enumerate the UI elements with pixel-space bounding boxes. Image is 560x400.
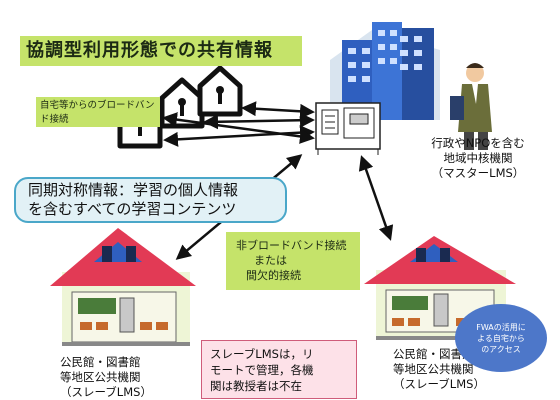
office-buildings-icon: [330, 22, 440, 120]
public-facility-left-icon: [50, 228, 196, 346]
non-broadband-line-3: 間欠的接続: [246, 269, 301, 282]
broadband-label: 自宅等からのブロードバンド接続: [36, 97, 160, 127]
broadband-arrows: [162, 101, 315, 147]
non-broadband-line-2: または: [254, 254, 287, 267]
slave-note-line-3: 関は教授者は不在: [210, 379, 302, 393]
sync-info-box: 同期対称情報：学習の個人情報 を含むすべての学習コンテンツ: [14, 177, 287, 223]
master-label-line-3: （マスターLMS）: [431, 166, 525, 180]
slave-note-line-2: モートで管理，各機: [210, 363, 314, 377]
slave-left-line-1: 公民館・図書館: [60, 355, 141, 369]
master-label-line-1: 行政やNPOを含む: [431, 136, 525, 150]
slave-right-line-1: 公民館・図書館: [393, 347, 474, 361]
slave-lms-left-label: 公民館・図書館 等地区公共機関 （スレーブLMS）: [60, 355, 180, 400]
non-broadband-box: 非ブロードバンド接続 または 間欠的接続: [226, 232, 360, 290]
master-lms-label: 行政やNPOを含む 地域中核機関 （マスターLMS）: [398, 136, 558, 181]
non-broadband-line-1: 非ブロードバンド接続: [236, 239, 347, 252]
sync-info-line-2: を含むすべての学習コンテンツ: [28, 200, 237, 218]
sync-info-line-1: 同期対称情報：学習の個人情報: [28, 181, 239, 199]
arrow-to-right-facility: [358, 155, 394, 241]
slave-left-line-3: （スレーブLMS）: [60, 385, 152, 399]
server-icon: [315, 102, 381, 155]
slave-right-line-3: （スレーブLMS）: [393, 377, 485, 391]
slave-right-line-2: 等地区公共機関: [393, 362, 474, 376]
slave-left-line-2: 等地区公共機関: [60, 370, 141, 384]
master-label-line-2: 地域中核機関: [443, 151, 513, 165]
fwa-line-3: のアクセス: [481, 344, 521, 354]
presenter-person-icon: [450, 63, 492, 150]
diagram-title: 協調型利用形態での共有情報: [20, 36, 302, 66]
fwa-line-2: よる自宅から: [477, 333, 525, 343]
fwa-line-1: FWAの活用に: [476, 322, 526, 332]
slave-note-line-1: スレーブLMSは，リ: [210, 347, 314, 361]
fwa-access-bubble: FWAの活用に よる自宅から のアクセス: [455, 304, 547, 372]
slave-lms-right-label: 公民館・図書館 等地区公共機関 （スレーブLMS）: [393, 347, 523, 392]
slave-lms-note: スレーブLMSは，リ モートで管理，各機 関は教授者は不在: [201, 340, 357, 399]
